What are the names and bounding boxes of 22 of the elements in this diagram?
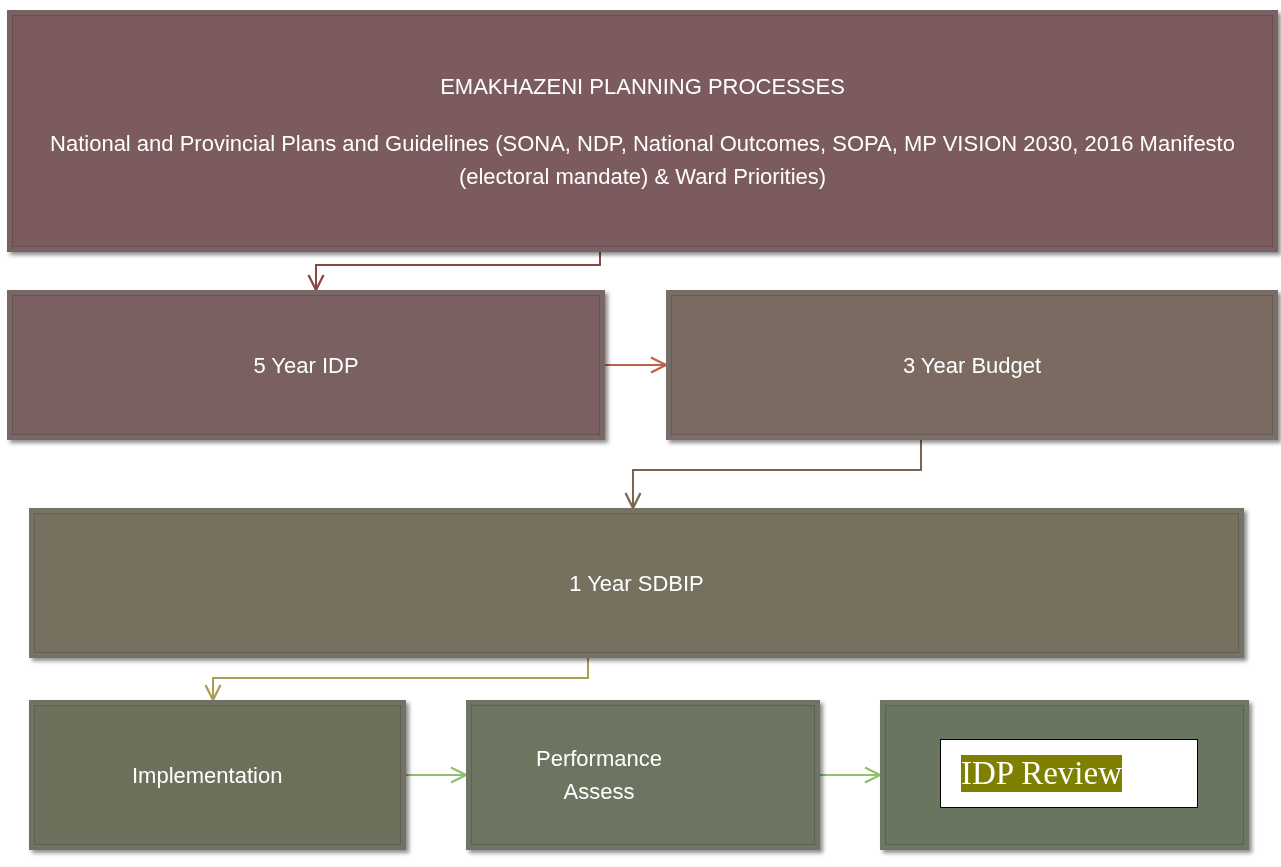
process-box: [666, 290, 1278, 440]
node-text: Performance Assess: [535, 745, 663, 806]
node-text: 3 Year Budget: [902, 351, 1042, 380]
arrow: [405, 766, 468, 784]
process-box: [7, 10, 1278, 252]
arrow: [204, 657, 589, 702]
arrow: [819, 766, 882, 784]
node-text: 5 Year IDP: [253, 351, 359, 380]
node-text: 1 Year SDBIP: [569, 569, 704, 598]
node-text: Implementation: [132, 761, 283, 790]
arrow: [624, 439, 922, 510]
process-box: [7, 290, 605, 440]
arrow: [604, 356, 668, 374]
process-box: [466, 700, 820, 850]
text-box: [940, 739, 1198, 808]
node-title: EMAKHAZENI PLANNING PROCESSES: [440, 72, 845, 101]
process-box: [29, 508, 1244, 658]
process-box: [29, 700, 406, 850]
arrow: [307, 251, 601, 292]
node-text: National and Provincial Plans and Guidelines (SONA, NDP, National Outcomes, SOPA, MP VISION 2030, 2016 Manifesto (electoral mandate) & Ward Priorities): [49, 129, 1236, 191]
node-text: IDP Review: [961, 755, 1122, 792]
process-box: [880, 700, 1249, 850]
